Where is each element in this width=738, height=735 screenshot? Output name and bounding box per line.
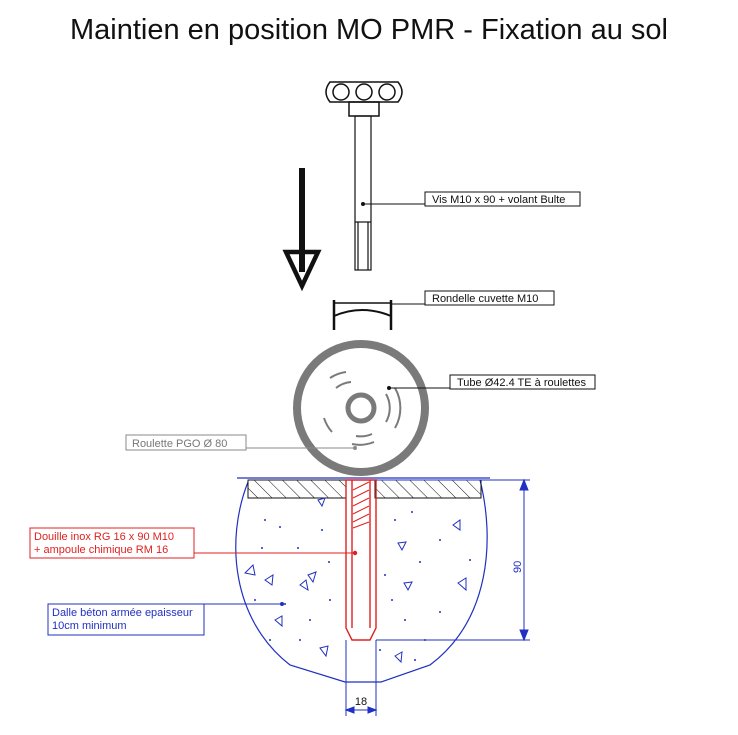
anchor-sleeve bbox=[345, 479, 377, 641]
tube-label: Tube Ø42.4 TE à roulettes bbox=[457, 377, 587, 389]
dimension-depth bbox=[376, 478, 530, 642]
anchor-callout: Douille inox RG 16 x 90 M10 + ampoule ch… bbox=[29, 527, 358, 559]
page-title: Maintien en position MO PMR - Fixation a… bbox=[70, 14, 668, 46]
washer-shape bbox=[332, 300, 393, 330]
knob-icon bbox=[325, 81, 403, 117]
screw-label: Vis M10 x 90 + volant Bulte bbox=[432, 194, 565, 206]
depth-dimension-label: 90 bbox=[512, 561, 524, 573]
wheel-shape bbox=[293, 340, 429, 476]
aggregate-marks bbox=[243, 497, 467, 664]
screw-callout: Vis M10 x 90 + volant Bulte bbox=[361, 191, 581, 207]
aggregate-dots bbox=[254, 511, 471, 661]
concrete-slab bbox=[235, 477, 490, 683]
anchor-thread-hatch bbox=[352, 481, 370, 529]
wheel-label: Roulette PGO Ø 80 bbox=[132, 438, 227, 450]
slab-callout: Dalle béton armée epaisseur 10cm minimum bbox=[47, 602, 284, 636]
arrow-down-icon bbox=[282, 168, 322, 292]
width-dimension-label: 18 bbox=[355, 696, 367, 708]
washer-callout: Rondelle cuvette M10 bbox=[391, 290, 555, 306]
anchor-label-line2: + ampoule chimique RM 16 bbox=[34, 544, 168, 556]
washer-label: Rondelle cuvette M10 bbox=[432, 293, 538, 305]
tube-callout: Tube Ø42.4 TE à roulettes bbox=[387, 374, 596, 390]
anchor-label-line1: Douille inox RG 16 x 90 M10 bbox=[34, 531, 174, 543]
wheel-callout: Roulette PGO Ø 80 bbox=[125, 434, 357, 451]
slab-label-line2: 10cm minimum bbox=[52, 620, 127, 632]
floor-hatch bbox=[247, 479, 482, 499]
slab-label-line1: Dalle béton armée epaisseur bbox=[52, 607, 193, 619]
screw-shaft bbox=[354, 115, 372, 271]
dimension-width bbox=[344, 640, 378, 716]
